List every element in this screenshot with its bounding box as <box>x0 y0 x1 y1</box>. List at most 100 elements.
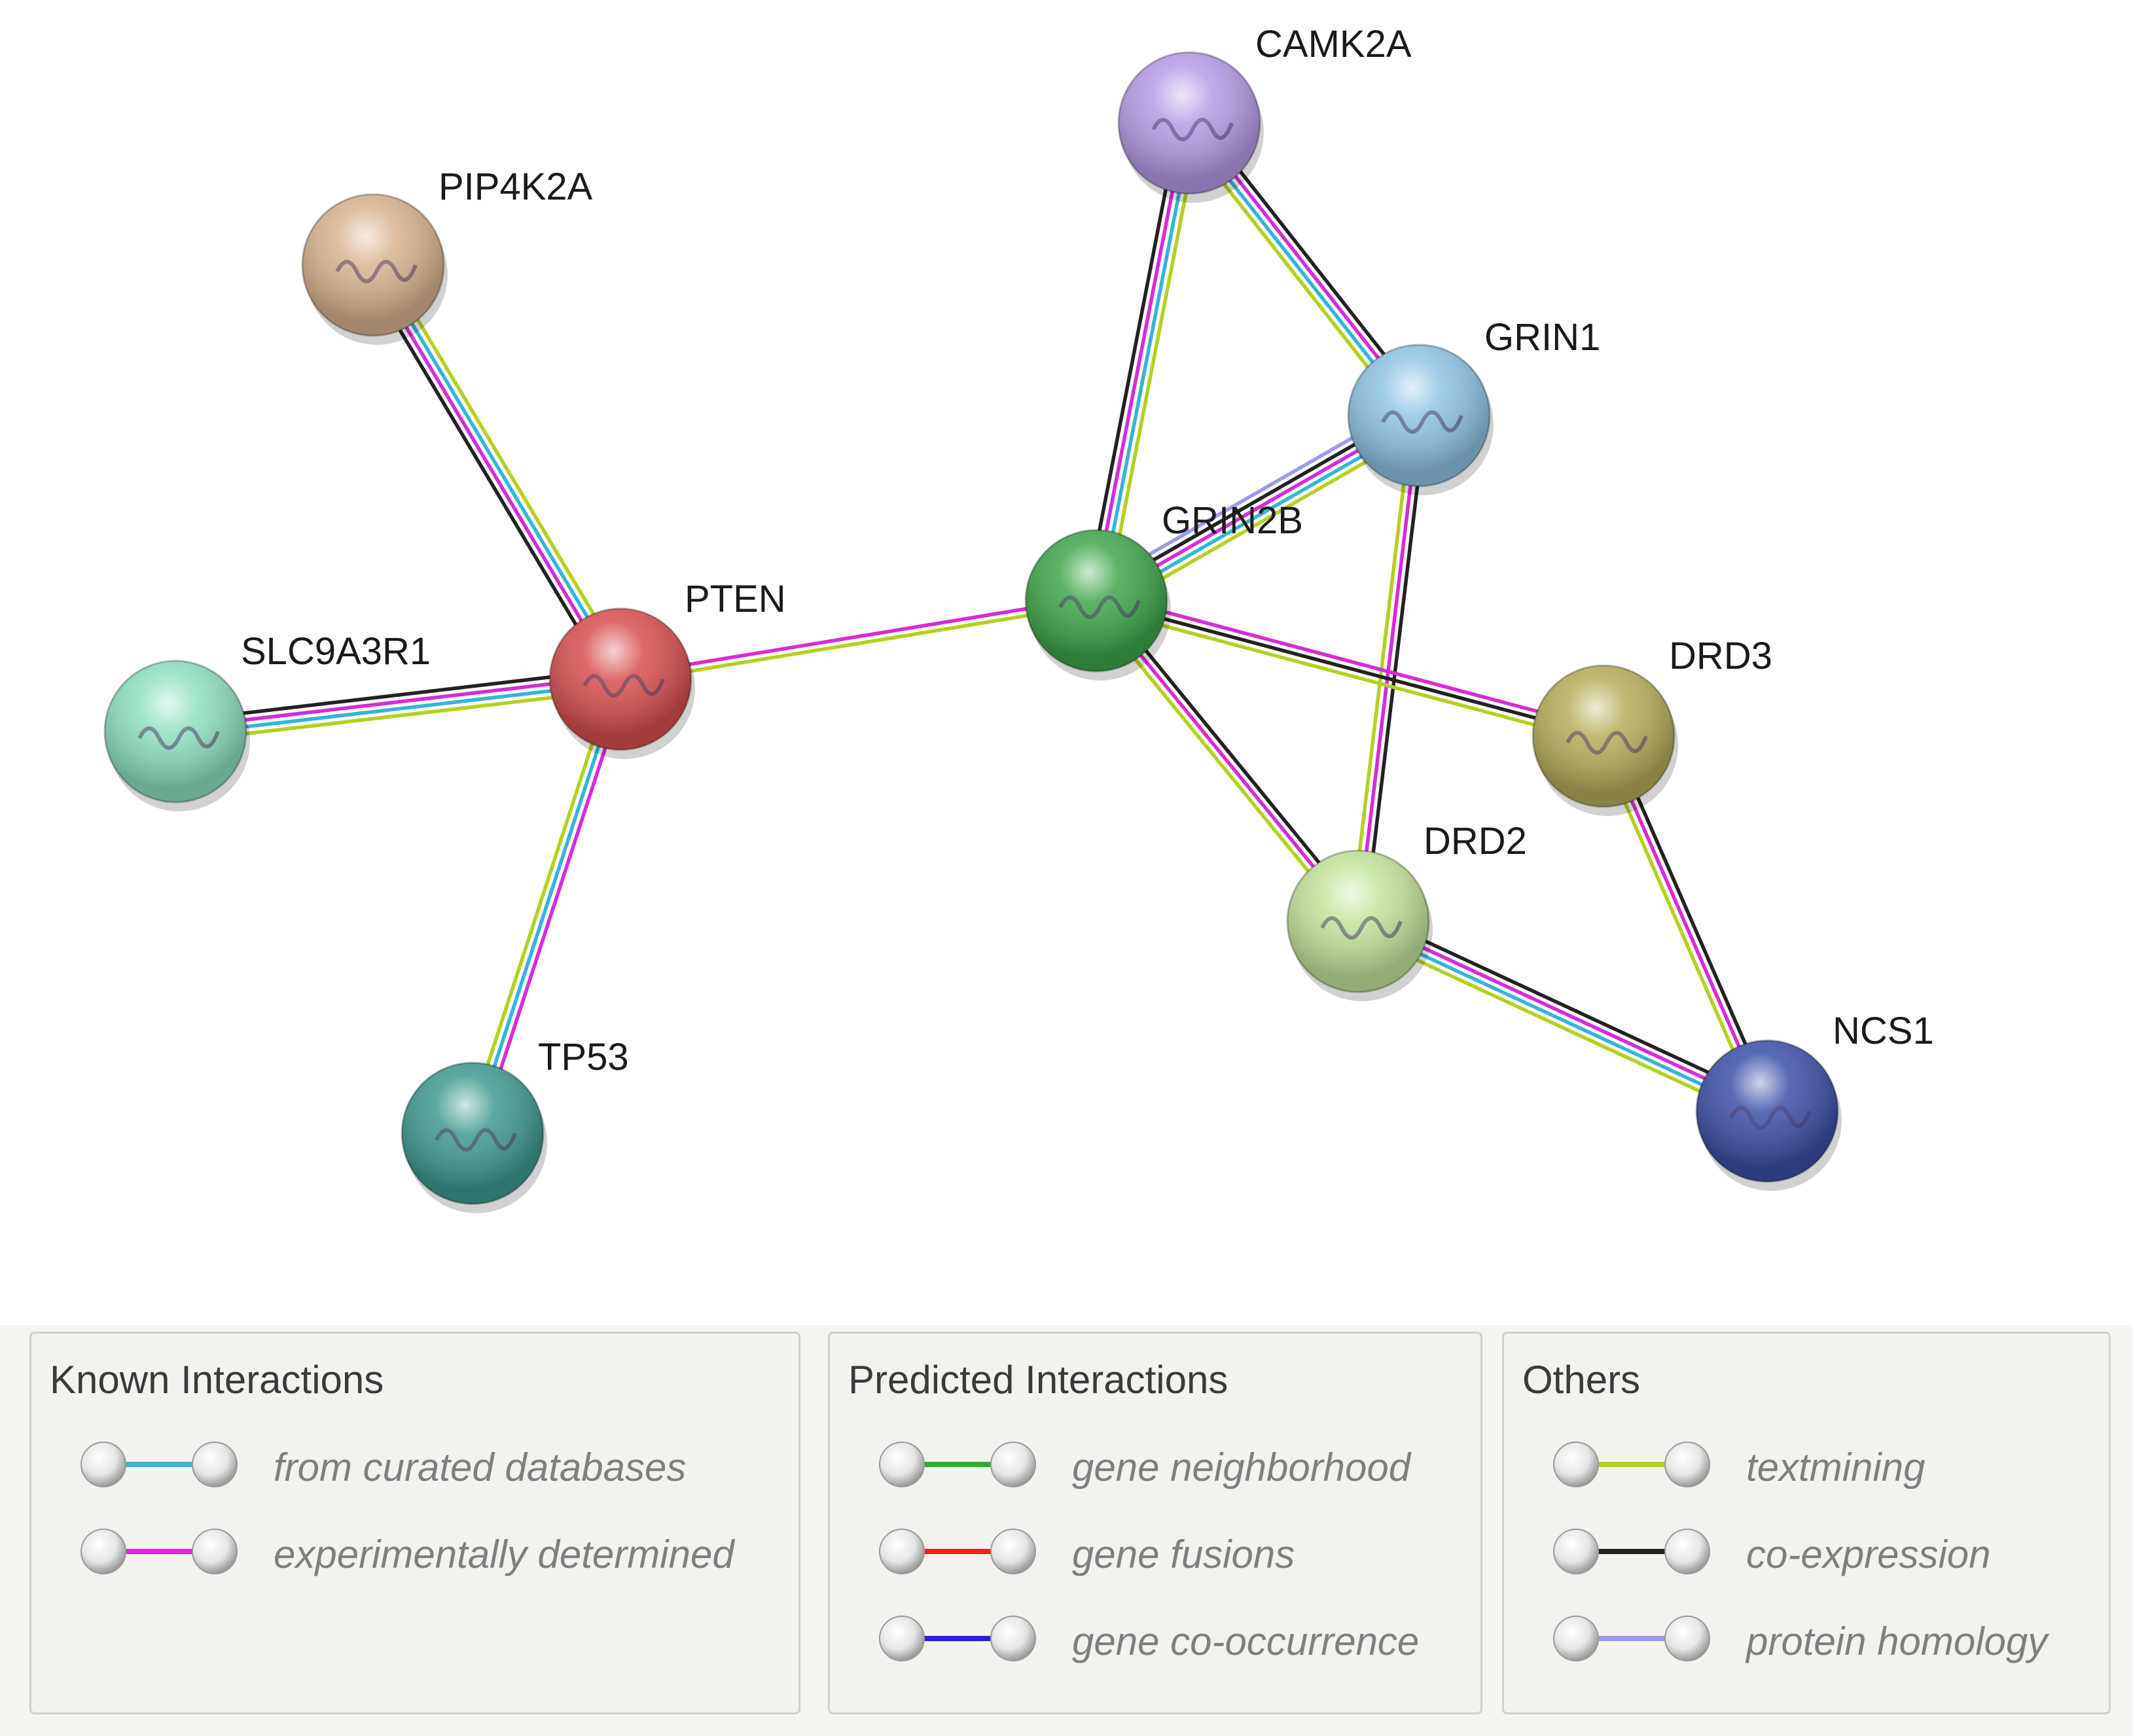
node-label: NCS1 <box>1833 1010 1934 1052</box>
node-highlight <box>548 607 692 751</box>
legend-others: Others textmining co-expressi <box>1502 1332 2111 1714</box>
node-drd2[interactable]: DRD2 <box>1286 820 1527 1001</box>
node-label: PTEN <box>685 578 786 620</box>
node-label: GRIN1 <box>1484 316 1600 359</box>
edge-line-textmining <box>380 258 631 675</box>
legend-sample-neighborhood <box>879 1442 1036 1487</box>
edge-line-curated <box>374 262 625 679</box>
edge-slc9a3r1-pten[interactable] <box>173 667 622 744</box>
edge-line-coexpression <box>1363 416 1428 923</box>
legend-predicted-title: Predicted Interactions <box>848 1358 1228 1402</box>
edge-line-experimental <box>1356 415 1421 922</box>
node-label: GRIN2B <box>1162 499 1303 542</box>
node-tp53[interactable]: TP53 <box>401 1036 629 1213</box>
legend-ball-icon <box>81 1442 126 1487</box>
node-label: TP53 <box>538 1036 629 1078</box>
legend-label-coexpression: co-expression <box>1746 1532 1991 1576</box>
legend-ball-icon <box>1553 1529 1599 1574</box>
edge-line-coexpression <box>1361 910 1772 1104</box>
edge-pip4k2a-pten[interactable] <box>363 258 631 686</box>
edge-line-experimental <box>1359 916 1770 1110</box>
legend-ball-icon <box>1553 1442 1599 1487</box>
legend-ball-icon <box>990 1529 1036 1574</box>
node-highlight <box>1286 849 1430 993</box>
legend-ball-icon <box>879 1616 925 1661</box>
edge-line-curated <box>175 681 621 737</box>
legend-area: Known Interactions from curated database… <box>0 1325 2133 1736</box>
legend-sample-homology <box>1553 1616 1710 1661</box>
edge-line-textmining <box>620 602 1098 684</box>
edge-line-experimental <box>1091 122 1188 601</box>
edge-line-experimental <box>1097 592 1606 732</box>
legend-ball-icon <box>81 1529 126 1574</box>
node-highlight <box>1347 344 1491 487</box>
node-pip4k2a[interactable]: PIP4K2A <box>301 166 593 345</box>
legend-ball-icon <box>879 1442 925 1487</box>
legend-sample-curated <box>81 1442 238 1487</box>
edge-line-experimental <box>175 674 620 730</box>
legend-ball-icon <box>879 1529 925 1574</box>
legend-known-title: Known Interactions <box>50 1358 384 1402</box>
edge-line-textmining <box>1353 929 1764 1122</box>
edge-grin1-drd2[interactable] <box>1349 414 1428 923</box>
edge-pten-grin2b[interactable] <box>619 595 1098 684</box>
legend-sample-fusions <box>879 1529 1036 1574</box>
node-highlight <box>401 1061 545 1205</box>
edge-line-textmining <box>1094 605 1603 745</box>
legend-label-fusions: gene fusions <box>1072 1532 1295 1576</box>
edge-grin2b-drd3[interactable] <box>1094 592 1606 745</box>
node-grin2b[interactable]: GRIN2B <box>1024 499 1303 681</box>
edge-line-experimental <box>477 681 629 1137</box>
legend-ball-icon <box>192 1529 238 1574</box>
legend-label-cooccurrence: gene co-occurrence <box>1072 1620 1420 1663</box>
edge-pten-tp53[interactable] <box>464 676 629 1137</box>
legend-predicted-interactions: Predicted Interactions gene neighborhood <box>828 1332 1482 1714</box>
node-ncs1[interactable]: NCS1 <box>1695 1010 1934 1191</box>
node-pten[interactable]: PTEN <box>548 578 786 759</box>
edge-camk2a-grin2b[interactable] <box>1084 120 1202 603</box>
node-drd3[interactable]: DRD3 <box>1532 635 1772 816</box>
node-label: CAMK2A <box>1255 23 1412 65</box>
legend-sample-textmining <box>1553 1442 1710 1487</box>
edge-line-coexpression <box>1096 599 1604 738</box>
node-label: DRD2 <box>1424 820 1527 862</box>
legend-ball-icon <box>990 1442 1036 1487</box>
node-grin1[interactable]: GRIN1 <box>1347 316 1600 495</box>
edge-line-textmining <box>464 676 616 1132</box>
legend-label-homology: protein homology <box>1746 1620 2048 1663</box>
node-highlight <box>1695 1039 1839 1183</box>
legend-ball-icon <box>1664 1616 1710 1661</box>
legend-label-curated: from curated databases <box>274 1445 687 1489</box>
node-label: PIP4K2A <box>439 166 593 208</box>
node-camk2a[interactable]: CAMK2A <box>1117 23 1412 203</box>
node-highlight <box>301 193 445 337</box>
node-highlight <box>1117 51 1261 195</box>
legend-others-title: Others <box>1522 1358 1641 1402</box>
legend-sample-cooccurrence <box>879 1616 1036 1661</box>
legend-label-experimental: experimentally determined <box>274 1532 734 1576</box>
node-highlight <box>103 660 247 804</box>
edge-line-curated <box>471 679 622 1134</box>
legend-ball-icon <box>1664 1442 1710 1487</box>
legend-ball-icon <box>192 1442 238 1487</box>
legend-ball-icon <box>1664 1529 1710 1574</box>
edge-drd2-ncs1[interactable] <box>1353 910 1772 1122</box>
legend-label-neighborhood: gene neighborhood <box>1072 1445 1411 1489</box>
legend-label-textmining: textmining <box>1746 1445 1926 1489</box>
legend-ball-icon <box>1553 1616 1599 1661</box>
edge-line-curated <box>1098 123 1194 602</box>
edge-line-textmining <box>176 687 622 744</box>
node-label: DRD3 <box>1669 635 1772 677</box>
legend-known-interactions: Known Interactions from curated database… <box>29 1332 800 1714</box>
edge-line-experimental <box>619 595 1096 678</box>
edge-line-textmining <box>1104 124 1202 603</box>
edge-line-coexpression <box>173 667 620 724</box>
legend-sample-experimental <box>81 1529 238 1574</box>
legend-sample-coexpression <box>1553 1529 1710 1574</box>
node-highlight <box>1024 529 1168 673</box>
node-slc9a3r1[interactable]: SLC9A3R1 <box>103 630 431 811</box>
legend-ball-icon <box>990 1616 1036 1661</box>
edge-line-coexpression <box>1084 120 1181 599</box>
